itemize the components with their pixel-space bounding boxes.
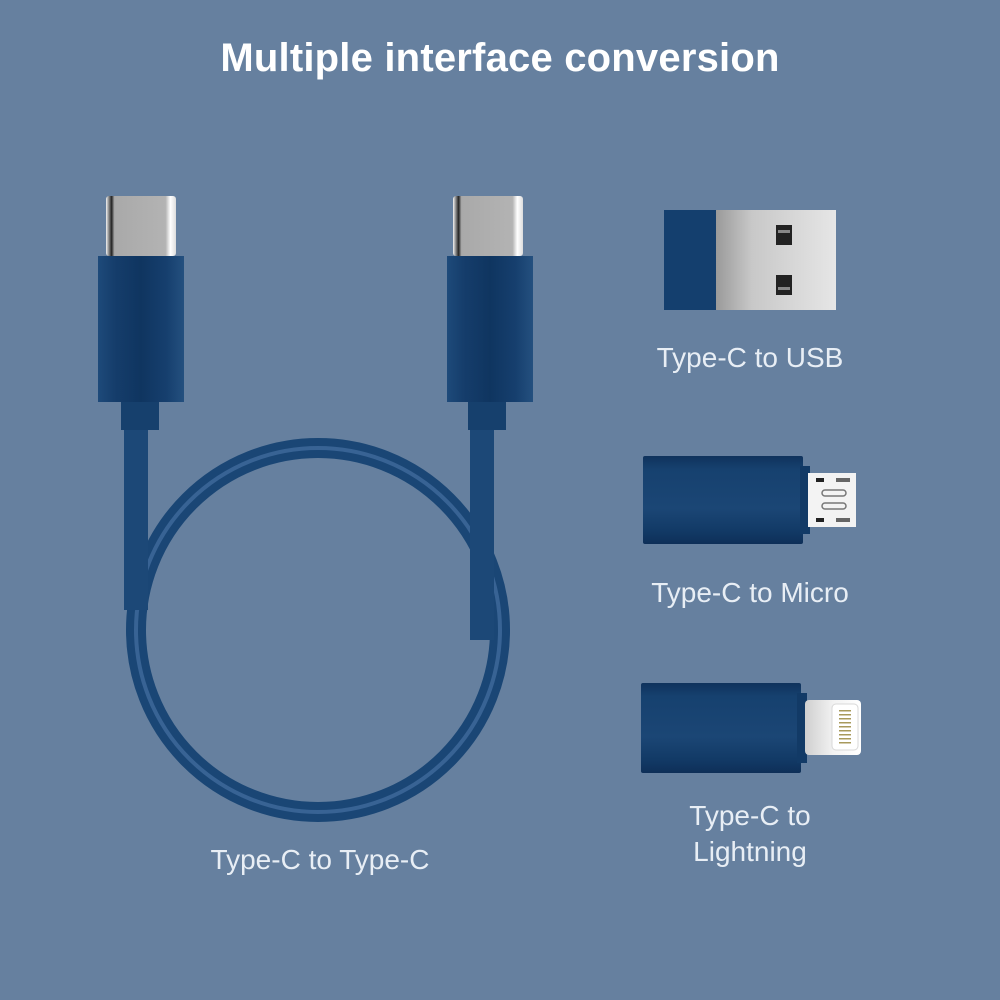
label-type-c-to-lightning-line1: Type-C to: [689, 800, 811, 831]
usb-adapter-image: [664, 210, 836, 310]
label-type-c-to-usb: Type-C to USB: [656, 342, 844, 373]
lightning-adapter-image: [641, 683, 861, 773]
label-type-c-to-lightning-line2: Lightning: [693, 836, 807, 867]
type-c-cable-image: [98, 196, 533, 822]
page-title: Multiple interface conversion: [220, 36, 780, 80]
label-type-c-to-micro: Type-C to Micro: [651, 577, 849, 608]
label-type-c-to-type-c: Type-C to Type-C: [210, 844, 430, 875]
micro-adapter-image: [643, 456, 856, 544]
